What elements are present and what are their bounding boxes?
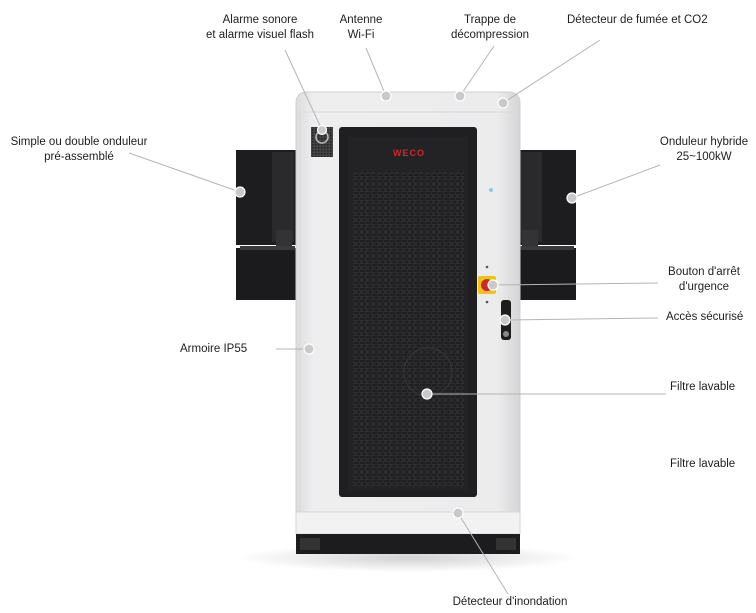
label-vent: Trappe de décompression [451,14,529,41]
label-inverter-left: Simple ou double onduleur pré-assemblé [10,136,148,163]
left-inverter [236,150,296,300]
label-filter-2: Filtre lavable [670,458,736,470]
label-flood: Détecteur d'inondation [452,596,568,608]
label-emergency: Bouton d'arrêt d'urgence [668,266,740,293]
label-filter-1: Filtre lavable [670,381,736,393]
label-smoke: Détecteur de fumée et CO2 [567,14,708,26]
label-secure: Accès sécurisé [666,311,744,323]
label-inverter-right: Onduleur hybride 25~100kW [659,136,749,163]
right-inverter [518,150,576,300]
label-alarm: Alarme sonore et alarme visuel flash [205,14,315,41]
label-antenna: Antenne Wi-Fi [339,14,383,41]
brand-logo: WECO [393,148,425,158]
label-cabinet: Armoire IP55 [180,343,248,355]
